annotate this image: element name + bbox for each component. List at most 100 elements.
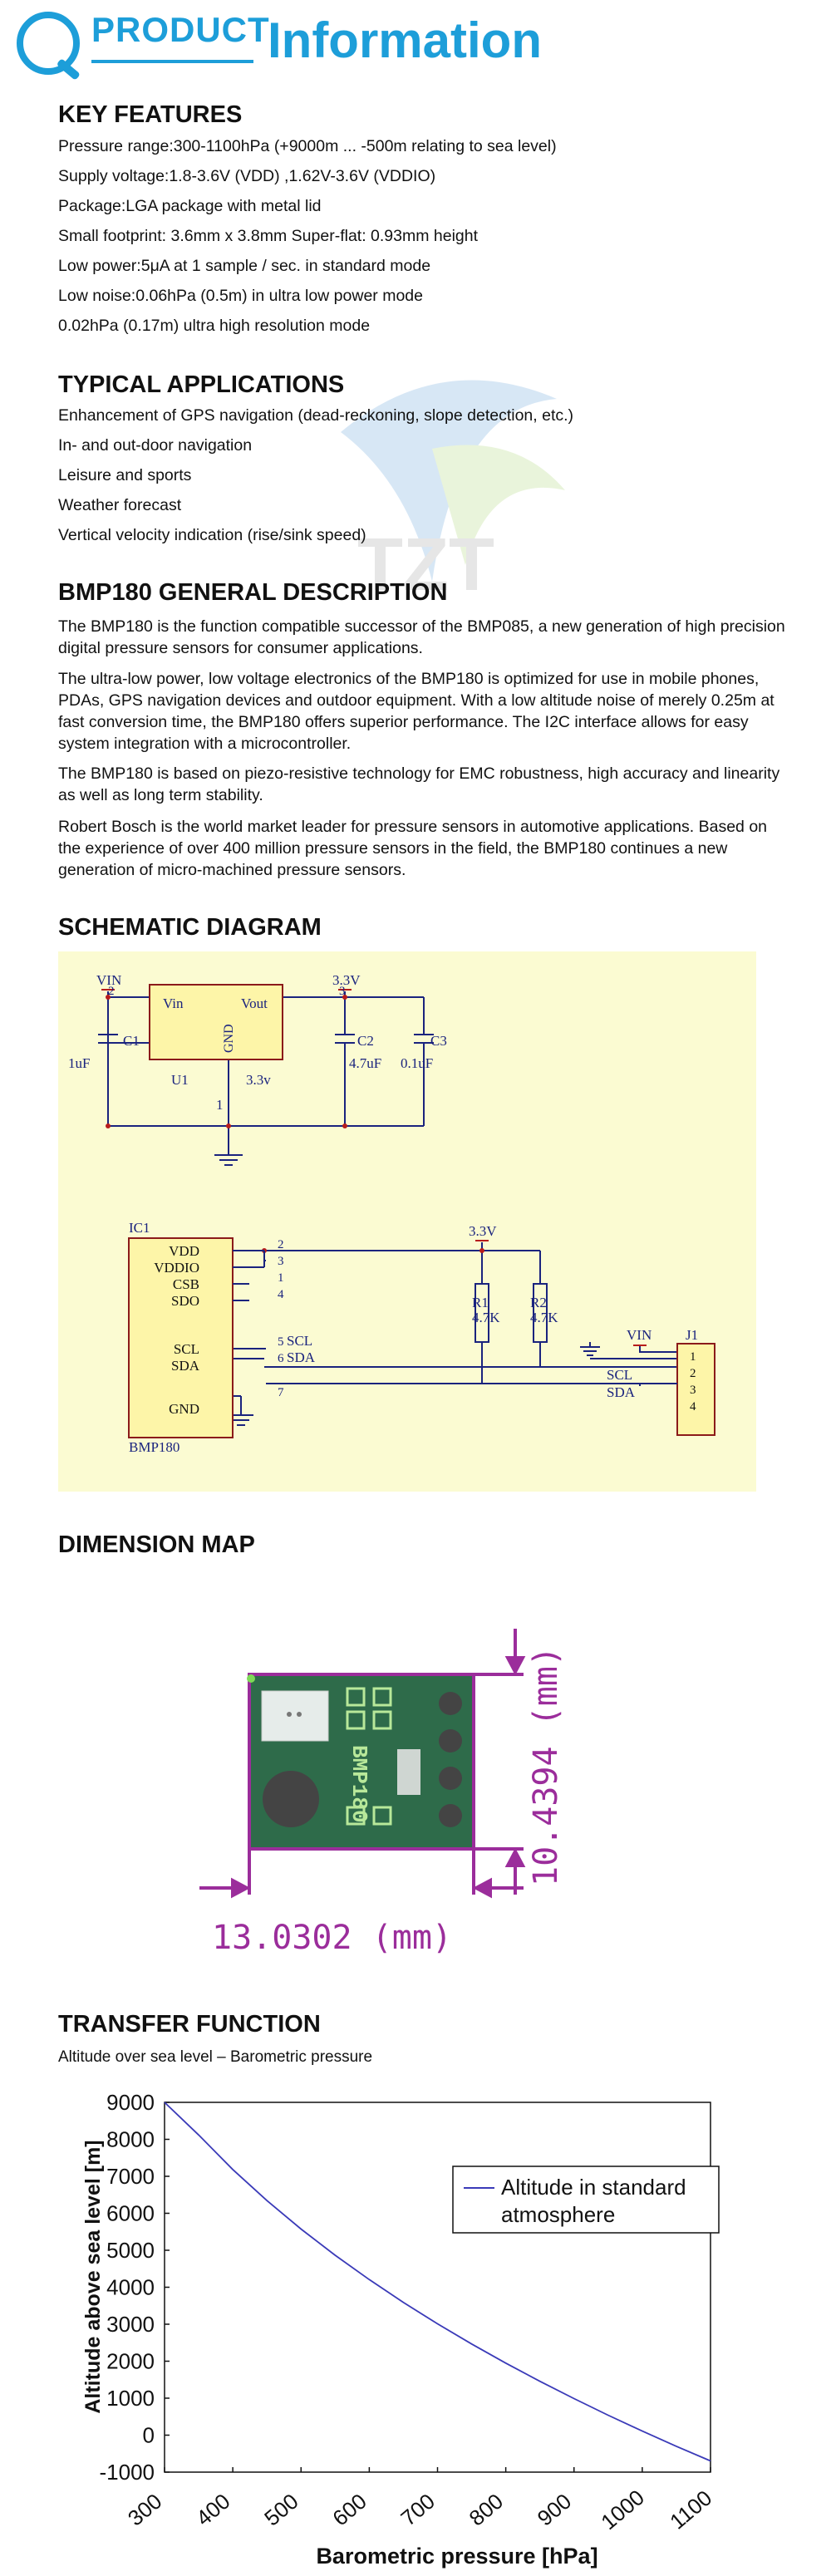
y-tick-label: 3000: [106, 2312, 155, 2337]
ic-pin-csb: CSB: [173, 1276, 199, 1292]
header-information-label: Information: [268, 12, 542, 68]
application-item: Weather forecast: [58, 496, 182, 514]
c1-label: C1: [123, 1033, 140, 1049]
ic1-label: IC1: [129, 1220, 150, 1236]
x-tick-label: 1100: [665, 2485, 716, 2534]
feature-item: Low power:5μA at 1 sample / sec. in stan…: [58, 257, 431, 275]
ic-pin-num: 7: [278, 1386, 284, 1399]
schematic-diagram: VIN 2 3.3V 3 Vin Vout GND C1 1uF C2 4.7u…: [58, 951, 756, 1496]
transfer-function-title: TRANSFER FUNCTION: [58, 2011, 321, 2038]
dimension-map-diagram: BMP180 10.4394 (mm) 13.0302 (mm): [191, 1620, 656, 1982]
header-underline: [91, 60, 253, 63]
ic-pin-num: 4: [278, 1288, 284, 1301]
legend-label-line1: Altitude in standard: [501, 2175, 686, 2200]
ic-pin-num: 3: [278, 1255, 284, 1268]
reg-pin1-label: 1: [216, 1097, 224, 1113]
r1-value: 4.7K: [472, 1310, 500, 1325]
c3-value: 0.1uF: [401, 1055, 433, 1071]
reg-gnd-pin: GND: [222, 1024, 236, 1053]
ic-pin-sda: SDA: [171, 1358, 200, 1374]
width-dimension-label: 13.0302 (mm): [212, 1919, 452, 1957]
x-tick-label: 400: [191, 2489, 235, 2531]
x-tick-label: 500: [259, 2489, 303, 2531]
reg-vin-label: VIN: [96, 972, 121, 988]
application-item: Vertical velocity indication (rise/sink …: [58, 526, 366, 544]
ic-pin-vdd: VDD: [169, 1243, 199, 1259]
dimension-map-title: DIMENSION MAP: [58, 1531, 255, 1558]
chart-x-axis-label: Barometric pressure [hPa]: [316, 2544, 597, 2569]
j1-label: J1: [686, 1327, 698, 1343]
regulator-box: [149, 984, 283, 1060]
x-tick-label: 700: [396, 2489, 440, 2531]
description-paragraph: The BMP180 is the function compatible su…: [58, 617, 785, 657]
r2-label: R2: [530, 1295, 547, 1310]
ic-pin-num: 6: [278, 1352, 284, 1365]
x-tick-label: 600: [327, 2489, 371, 2531]
description-paragraph: The BMP180 is based on piezo-resistive t…: [58, 764, 780, 804]
ic-pin-sdo: SDO: [171, 1293, 199, 1309]
legend-label-line2: atmosphere: [501, 2202, 615, 2227]
ic-3v3-label: 3.3V: [469, 1223, 497, 1239]
y-tick-label: -1000: [100, 2460, 155, 2485]
y-tick-label: 9000: [106, 2090, 155, 2115]
application-item: Enhancement of GPS navigation (dead-reck…: [58, 406, 574, 425]
y-tick-label: 7000: [106, 2164, 155, 2189]
y-tick-label: 8000: [106, 2127, 155, 2152]
board-text: BMP180: [347, 1745, 371, 1823]
c2-label: C2: [357, 1033, 374, 1049]
watermark-logo: TZT: [307, 332, 582, 611]
capacitor: [263, 1771, 319, 1827]
ic-pin-num: 2: [278, 1238, 284, 1251]
j1-pin: 2: [690, 1367, 696, 1380]
ic-pin-gnd: GND: [169, 1401, 199, 1417]
x-tick-label: 900: [533, 2489, 577, 2531]
sda-net-label: SDA: [287, 1349, 316, 1365]
j-scl-label: SCL: [607, 1367, 632, 1383]
description-paragraph: Robert Bosch is the world market leader …: [58, 818, 768, 879]
key-features-title: KEY FEATURES: [58, 101, 243, 128]
ic-chip-label: BMP180: [129, 1439, 179, 1455]
reg-vin-pin: Vin: [163, 995, 184, 1011]
feature-item: Package:LGA package with metal lid: [58, 197, 322, 215]
x-tick-label: 1000: [596, 2485, 649, 2534]
u1-label: U1: [171, 1072, 189, 1088]
y-tick-label: 5000: [106, 2238, 155, 2263]
y-tick-label: 4000: [106, 2275, 155, 2300]
j1-pin: 4: [690, 1400, 696, 1413]
scl-net-label: SCL: [287, 1333, 312, 1349]
x-tick-label: 300: [123, 2489, 167, 2531]
feature-item: Supply voltage:1.8-3.6V (VDD) ,1.62V-3.6…: [58, 167, 436, 185]
r1-label: R1: [472, 1295, 489, 1310]
j1-connector: [676, 1343, 715, 1436]
feature-item: Small footprint: 3.6mm x 3.8mm Super-fla…: [58, 227, 479, 245]
product-logo-icon: [12, 7, 103, 86]
ic-box: [128, 1237, 234, 1438]
feature-item: Low noise:0.06hPa (0.5m) in ultra low po…: [58, 287, 423, 305]
ic-pin-scl: SCL: [174, 1341, 199, 1357]
j1-pin: 3: [690, 1384, 696, 1397]
ic-pin-vddio: VDDIO: [154, 1260, 199, 1276]
reg-pin2-label: 2: [108, 985, 115, 998]
reg-vout-pin: Vout: [241, 995, 268, 1011]
c1-value: 1uF: [68, 1055, 90, 1071]
description-paragraph: The ultra-low power, low voltage electro…: [58, 670, 774, 753]
y-tick-label: 0: [143, 2423, 155, 2448]
y-tick-label: 1000: [106, 2386, 155, 2411]
application-item: In- and out-door navigation: [58, 436, 253, 455]
j-vin-label: VIN: [627, 1327, 652, 1343]
ic-pin-num: 1: [278, 1271, 284, 1285]
header-product-label: PRODUCT: [91, 10, 270, 49]
feature-item: Pressure range:300-1100hPa (+9000m ... -…: [58, 137, 557, 155]
c3-label: C3: [430, 1033, 447, 1049]
plot-frame: [164, 2102, 711, 2473]
general-description-title: BMP180 GENERAL DESCRIPTION: [58, 579, 448, 606]
schematic-title: SCHEMATIC DIAGRAM: [58, 914, 322, 941]
x-tick-label: 800: [465, 2489, 509, 2531]
regulator-chip: [397, 1749, 420, 1795]
reg-pin3-label: 3: [339, 985, 346, 998]
typical-applications-title: TYPICAL APPLICATIONS: [58, 371, 345, 398]
series-line-altitude: [164, 2102, 711, 2462]
chart-y-axis-label: Altitude above sea level [m]: [81, 2140, 105, 2413]
application-item: Leisure and sports: [58, 466, 192, 484]
